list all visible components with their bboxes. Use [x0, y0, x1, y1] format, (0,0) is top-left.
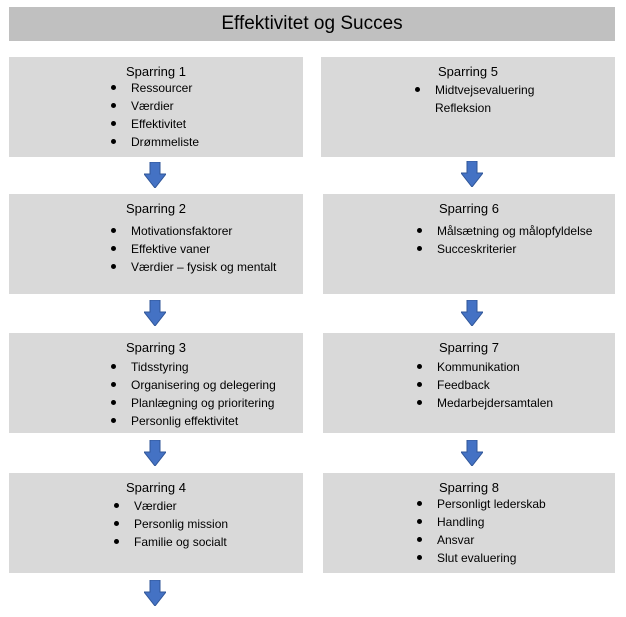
list-item: Personlig mission: [112, 515, 228, 533]
bullet-icon: [111, 364, 116, 369]
list-item: Succeskriterier: [415, 240, 592, 258]
list-item: Motivationsfaktorer: [109, 222, 276, 240]
bullet-icon: [114, 539, 119, 544]
bullet-icon: [417, 537, 422, 542]
down-arrow-icon: [144, 580, 166, 606]
list-item: Ressourcer: [109, 79, 199, 97]
sparring-6-box: Sparring 6 Målsætning og målopfyldelse S…: [323, 194, 615, 294]
sparring-1-box: Sparring 1 Ressourcer Værdier Effektivit…: [9, 57, 303, 157]
bullet-icon: [417, 382, 422, 387]
sparring-4-box: Sparring 4 Værdier Personlig mission Fam…: [9, 473, 303, 573]
sparring-7-box: Sparring 7 Kommunikation Feedback Medarb…: [323, 333, 615, 433]
list-item: Effektive vaner: [109, 240, 276, 258]
box-title: Sparring 1: [126, 64, 186, 79]
list-item: Medarbejdersamtalen: [415, 394, 553, 412]
bullet-icon: [417, 400, 422, 405]
box-title: Sparring 2: [126, 201, 186, 216]
list-item: Effektivitet: [109, 115, 199, 133]
list-item: Refleksion: [435, 101, 492, 115]
list-item: Feedback: [415, 376, 553, 394]
bullet-icon: [114, 521, 119, 526]
list-item: Slut evaluering: [415, 549, 546, 567]
sparring-8-box: Sparring 8 Personligt lederskab Handling…: [323, 473, 615, 573]
bullet-icon: [417, 501, 422, 506]
bullet-icon: [417, 228, 422, 233]
list-item: Planlægning og prioritering: [109, 394, 276, 412]
list-item: Handling: [415, 513, 546, 531]
down-arrow-icon: [461, 161, 483, 187]
box-title: Sparring 5: [438, 64, 498, 79]
down-arrow-icon: [144, 162, 166, 188]
bullet-icon: [415, 87, 420, 92]
bullet-icon: [417, 555, 422, 560]
down-arrow-icon: [144, 300, 166, 326]
bullet-icon: [111, 103, 116, 108]
bullet-icon: [111, 228, 116, 233]
bullet-icon: [111, 85, 116, 90]
sparring-2-box: Sparring 2 Motivationsfaktorer Effektive…: [9, 194, 303, 294]
list-item: Midtvejsevaluering: [413, 81, 534, 99]
list-item: Drømmeliste: [109, 133, 199, 151]
bullet-icon: [114, 503, 119, 508]
box-title: Sparring 3: [126, 340, 186, 355]
bullet-icon: [111, 121, 116, 126]
list-item: Personligt lederskab: [415, 495, 546, 513]
box-title: Sparring 8: [439, 480, 499, 495]
list-item: Kommunikation: [415, 358, 553, 376]
list-item: Organisering og delegering: [109, 376, 276, 394]
bullet-icon: [111, 400, 116, 405]
sparring-5-box: Sparring 5 Midtvejsevaluering Refleksion: [321, 57, 615, 157]
bullet-icon: [111, 382, 116, 387]
list-item: Tidsstyring: [109, 358, 276, 376]
bullet-icon: [111, 246, 116, 251]
box-title: Sparring 4: [126, 480, 186, 495]
list-item: Personlig effektivitet: [109, 412, 276, 430]
list-item: Værdier: [112, 497, 228, 515]
page-title: Effektivitet og Succes: [9, 7, 615, 41]
list-item: Værdier: [109, 97, 199, 115]
box-title: Sparring 7: [439, 340, 499, 355]
bullet-icon: [111, 139, 116, 144]
bullet-icon: [417, 246, 422, 251]
sparring-3-box: Sparring 3 Tidsstyring Organisering og d…: [9, 333, 303, 433]
bullet-icon: [417, 519, 422, 524]
list-item: Ansvar: [415, 531, 546, 549]
bullet-icon: [417, 364, 422, 369]
list-item: Værdier – fysisk og mentalt: [109, 258, 276, 276]
page-title-text: Effektivitet og Succes: [221, 13, 403, 34]
bullet-icon: [111, 418, 116, 423]
list-item: Familie og socialt: [112, 533, 228, 551]
down-arrow-icon: [461, 440, 483, 466]
list-item: Målsætning og målopfyldelse: [415, 222, 592, 240]
down-arrow-icon: [144, 440, 166, 466]
box-title: Sparring 6: [439, 201, 499, 216]
bullet-icon: [111, 264, 116, 269]
down-arrow-icon: [461, 300, 483, 326]
